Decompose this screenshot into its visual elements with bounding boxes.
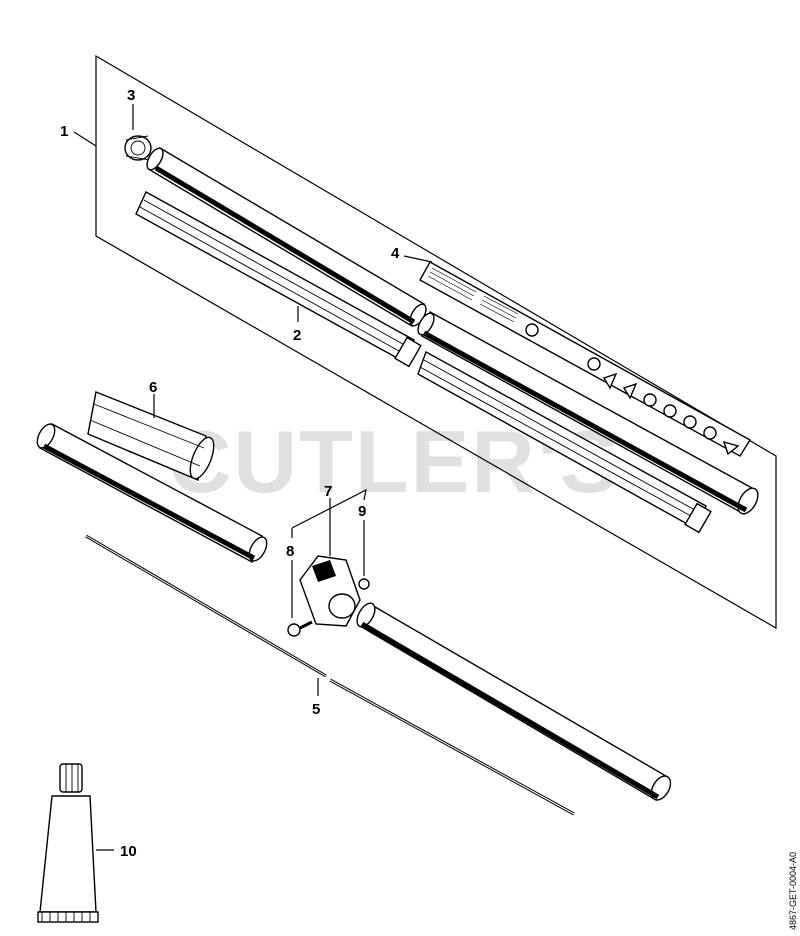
callout-4: 4	[391, 245, 400, 262]
callout-9: 9	[358, 503, 366, 520]
callout-2: 2	[293, 327, 301, 344]
assembly-1-frame	[95, 54, 777, 630]
left-drive-tube-part	[36, 423, 268, 563]
callout-7: 7	[324, 483, 332, 500]
callout-3: 3	[127, 87, 135, 104]
callout-10: 10	[120, 843, 137, 860]
drawing-number: 4867-GET-0004-A0	[788, 852, 798, 930]
callout-6: 6	[149, 379, 157, 396]
callout-5: 5	[312, 701, 320, 718]
warning-label-part	[419, 261, 751, 457]
leader-lines	[73, 104, 433, 851]
lower-drive-tube-part	[356, 602, 672, 802]
callout-1: 1	[60, 123, 68, 140]
drive-shaft-part	[85, 534, 575, 816]
clamp-part	[287, 555, 370, 637]
right-drive-tube-part	[417, 310, 759, 516]
end-cap-part	[124, 135, 152, 161]
grease-tube-part	[37, 763, 99, 923]
liner-upper-part	[135, 191, 422, 368]
liner-lower-part	[417, 350, 712, 534]
upper-drive-tube-part	[146, 147, 427, 327]
callout-8: 8	[286, 543, 294, 560]
tube-liner-part	[87, 391, 215, 481]
